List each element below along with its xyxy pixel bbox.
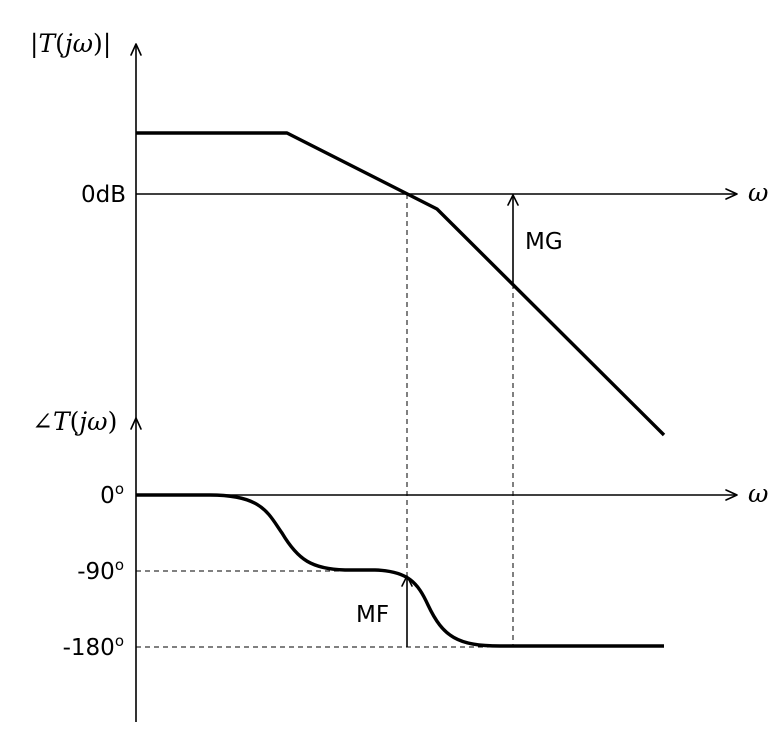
guide-lines: [136, 194, 514, 648]
zero-db-label: 0dB: [81, 182, 126, 208]
phase-x-axis-label: ω: [748, 479, 768, 508]
magnitude-y-axis-arrowhead: [130, 43, 142, 56]
magnitude-y-axis-label: |T(jω)|: [30, 29, 111, 59]
magnitude-curve: [136, 131, 666, 437]
phase-y-axis-arrowhead: [130, 417, 142, 430]
phase-margin-arrowhead: [401, 575, 413, 587]
gain-margin-label: MG: [525, 229, 563, 255]
phase-curve: [136, 493, 664, 648]
phase-x-axis-arrowhead: [725, 489, 738, 501]
phase-plot: ∠T(jω) 0o -90o -180o ω MF: [32, 407, 768, 722]
phase-tick-minus-180: -180o: [63, 632, 124, 661]
magnitude-plot: |T(jω)| 0dB ω MG: [30, 29, 768, 437]
magnitude-x-axis-arrowhead: [725, 188, 738, 200]
phase-tick-0: 0o: [100, 480, 124, 509]
phase-y-axis-label: ∠T(jω): [32, 407, 117, 436]
phase-tick-minus-90: -90o: [77, 556, 124, 585]
magnitude-x-axis-label: ω: [748, 178, 768, 207]
phase-margin-label: MF: [356, 602, 389, 628]
